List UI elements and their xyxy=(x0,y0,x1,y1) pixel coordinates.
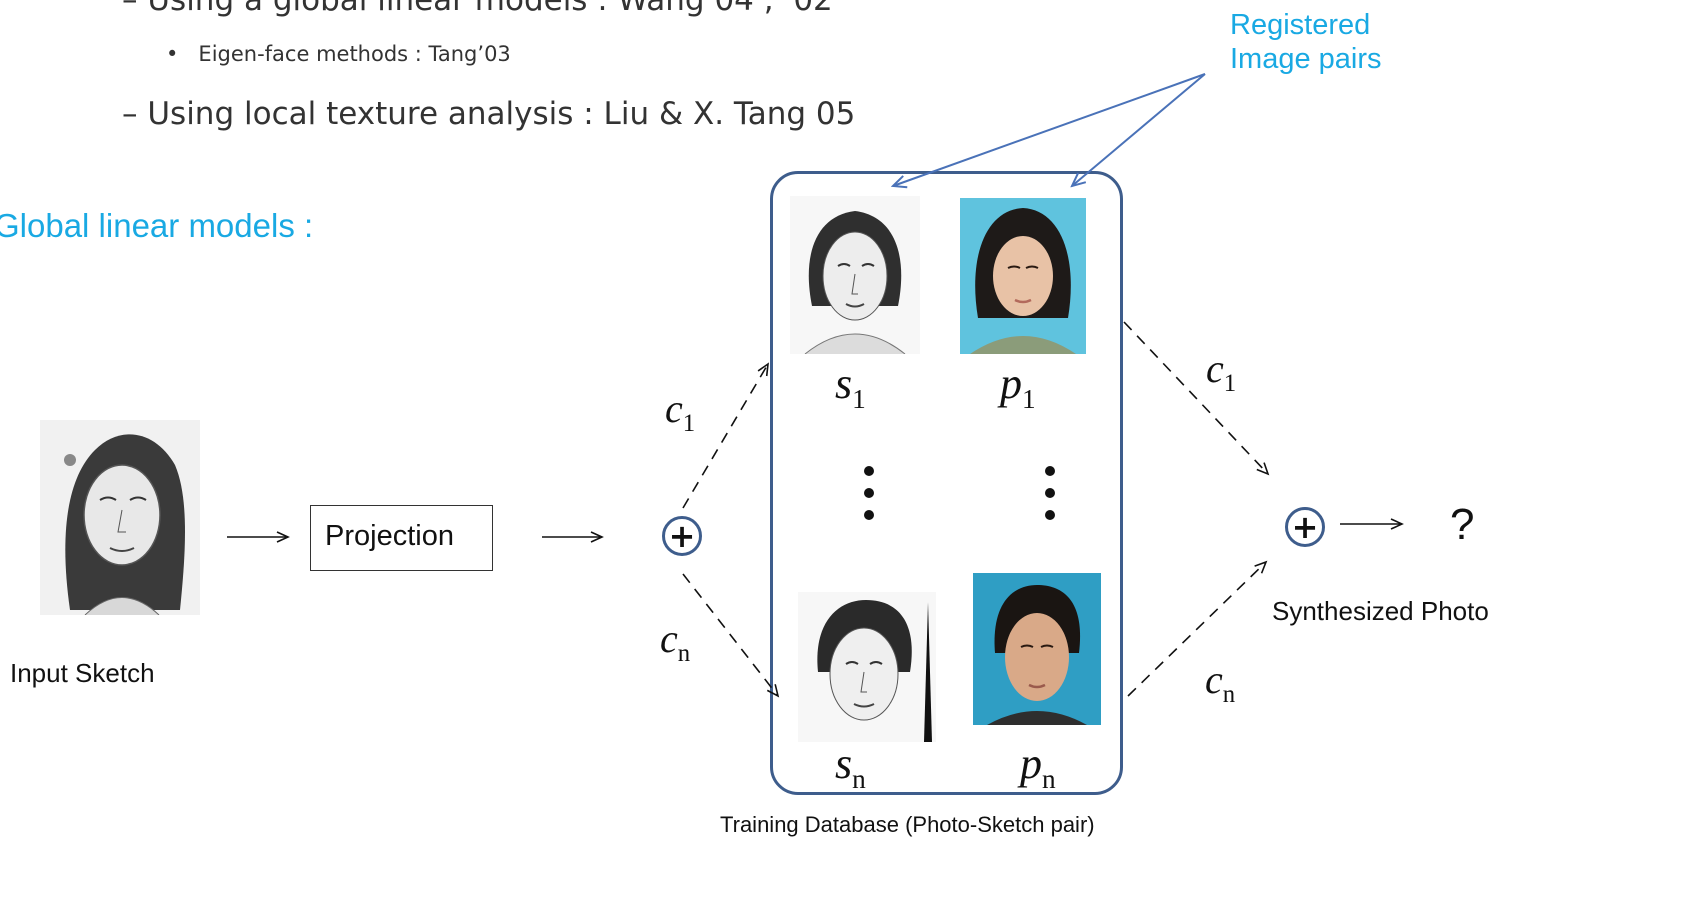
synthesized-photo-label: Synthesized Photo xyxy=(1272,596,1489,626)
photo-n-image xyxy=(973,573,1101,725)
ellipsis-sketches xyxy=(862,466,876,532)
callout-arrow-to-photo xyxy=(1072,73,1206,186)
callout-label: Registered Image pairs xyxy=(1230,8,1382,76)
label-sn: sn xyxy=(835,739,866,794)
sketch-n-image xyxy=(798,592,936,742)
coefficient-c1-left: c1 xyxy=(665,386,696,437)
sub-bullet-eigenface: • Eigen-face methods : Tang’03 xyxy=(166,42,511,66)
label-p1: p1 xyxy=(1000,359,1036,414)
coefficient-cn-right: cn xyxy=(1205,657,1236,708)
callout-line-1: Registered xyxy=(1230,9,1371,41)
callout-line-2: Image pairs xyxy=(1230,43,1382,75)
bullet-global-linear: – Using a global linear models : Wang’04… xyxy=(122,0,833,18)
dashed-arrow-sum-to-sn xyxy=(682,573,780,698)
label-s1: s1 xyxy=(835,359,866,414)
dashed-arrow-sum-to-s1 xyxy=(682,362,769,509)
input-sketch-image xyxy=(40,420,200,615)
projection-box: Projection xyxy=(310,505,493,571)
bullet-dot-icon: • xyxy=(166,42,179,66)
section-title: Global linear models : xyxy=(0,207,314,244)
ellipsis-photos xyxy=(1043,466,1057,532)
coefficient-cn-left: cn xyxy=(660,616,691,667)
dashed-arrow-pn-to-sum xyxy=(1127,560,1268,697)
right-sum-node: + xyxy=(1285,507,1325,547)
bullet-local-texture: – Using local texture analysis : Liu & X… xyxy=(122,96,856,132)
database-caption: Training Database (Photo-Sketch pair) xyxy=(720,812,1095,837)
input-sketch-label: Input Sketch xyxy=(10,658,155,688)
label-pn: pn xyxy=(1020,739,1056,794)
sketch-1-image xyxy=(790,196,920,354)
result-question-mark: ? xyxy=(1450,500,1475,549)
left-sum-node: + xyxy=(662,516,702,556)
dashed-arrow-p1-to-sum xyxy=(1123,321,1270,476)
training-database-box xyxy=(770,171,1123,795)
callout-arrow-to-sketch xyxy=(893,73,1206,186)
photo-1-image xyxy=(960,198,1086,354)
coefficient-c1-right: c1 xyxy=(1206,346,1237,397)
sub-bullet-text: Eigen-face methods : Tang’03 xyxy=(198,42,511,66)
